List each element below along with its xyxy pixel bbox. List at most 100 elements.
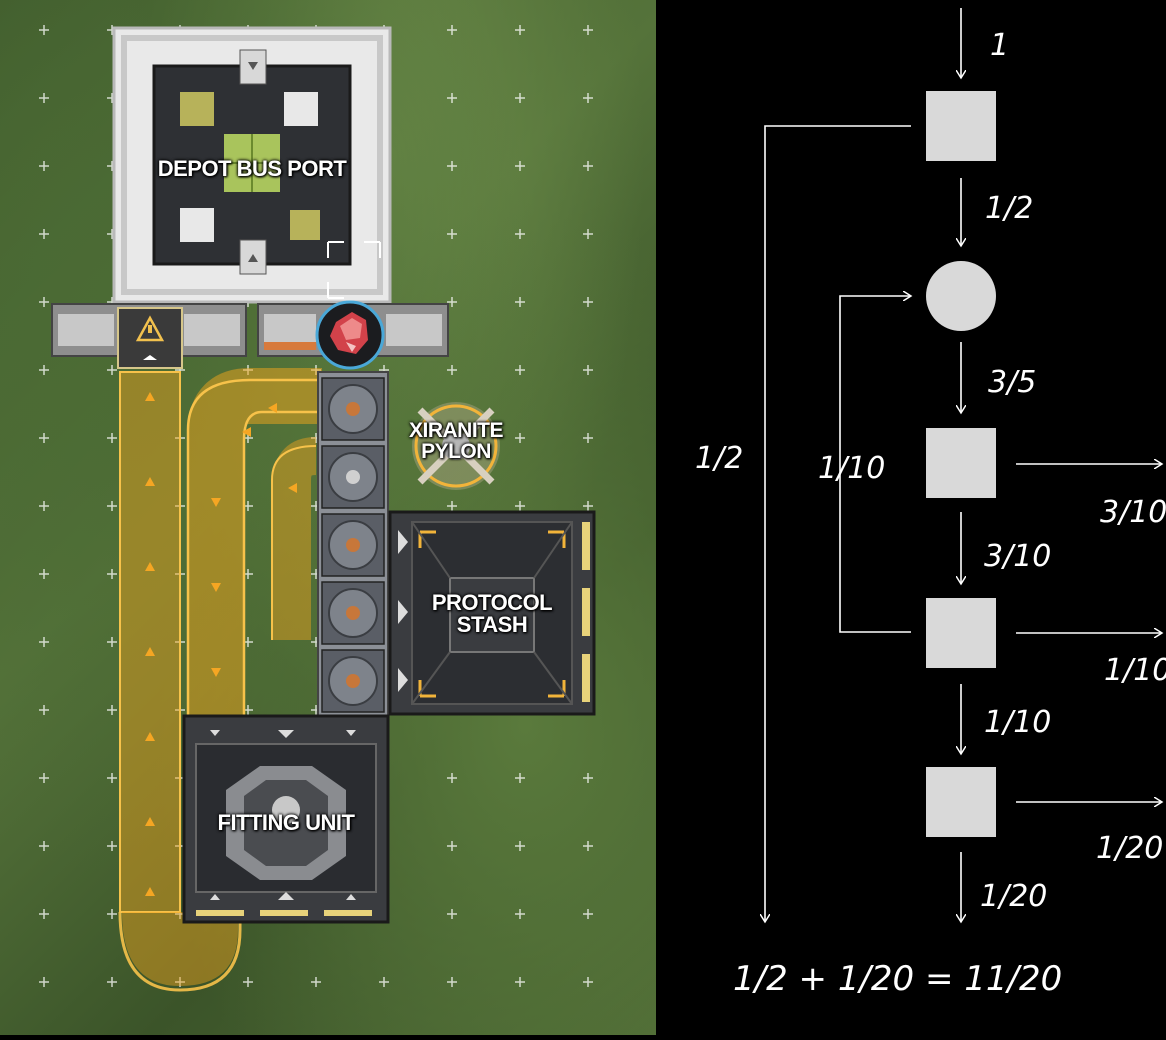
grid-marker bbox=[107, 909, 117, 919]
merger-to-s2-rate: 3/5 bbox=[988, 365, 1036, 400]
grid-marker bbox=[107, 773, 117, 783]
grid-marker bbox=[515, 841, 525, 851]
splitter-node-3 bbox=[926, 598, 996, 668]
sum-equation: 1/2 + 1/20 = 11/20 bbox=[733, 959, 1062, 999]
grid-marker bbox=[107, 977, 117, 987]
xiranite-ore-icon[interactable] bbox=[315, 300, 385, 370]
grid-marker bbox=[39, 841, 49, 851]
bypass-rate: 1/2 bbox=[695, 441, 743, 476]
grid-marker bbox=[39, 909, 49, 919]
grid-marker bbox=[515, 229, 525, 239]
grid-marker bbox=[447, 909, 457, 919]
xiranite-pylon[interactable] bbox=[412, 402, 500, 490]
grid-marker bbox=[107, 637, 117, 647]
splitter-node-1 bbox=[926, 91, 996, 161]
s1-to-merger-rate: 1/2 bbox=[985, 191, 1033, 226]
grid-marker bbox=[583, 297, 593, 307]
input-rate-label: 1 bbox=[990, 28, 1009, 63]
s3-to-s4-rate: 1/10 bbox=[984, 705, 1051, 740]
protocol-stash[interactable] bbox=[388, 510, 596, 716]
grid-marker bbox=[583, 93, 593, 103]
grid-marker bbox=[583, 909, 593, 919]
grid-marker bbox=[515, 433, 525, 443]
grid-marker bbox=[515, 909, 525, 919]
grid-marker bbox=[175, 977, 185, 987]
grid-marker bbox=[583, 161, 593, 171]
grid-marker bbox=[447, 25, 457, 35]
grid-marker bbox=[39, 433, 49, 443]
grid-marker bbox=[107, 841, 117, 851]
grid-marker bbox=[515, 25, 525, 35]
grid-marker bbox=[515, 93, 525, 103]
protocol-stash-label: PROTOCOL STASH bbox=[431, 590, 553, 637]
grid-marker bbox=[583, 229, 593, 239]
splitter-unit[interactable] bbox=[321, 649, 385, 713]
grid-marker bbox=[515, 501, 525, 511]
grid-marker bbox=[515, 977, 525, 987]
grid-marker bbox=[447, 161, 457, 171]
grid-marker bbox=[39, 93, 49, 103]
grid-marker bbox=[39, 977, 49, 987]
grid-marker bbox=[447, 297, 457, 307]
depot-bus-port[interactable] bbox=[112, 26, 392, 304]
bus-port-outputs[interactable] bbox=[51, 303, 449, 369]
grid-marker bbox=[583, 773, 593, 783]
grid-marker bbox=[39, 229, 49, 239]
grid-marker bbox=[107, 365, 117, 375]
grid-marker bbox=[39, 569, 49, 579]
grid-marker bbox=[515, 161, 525, 171]
merger-node bbox=[926, 261, 996, 331]
splitter-unit[interactable] bbox=[321, 581, 385, 645]
grid-marker bbox=[39, 705, 49, 715]
grid-marker bbox=[311, 977, 321, 987]
grid-marker bbox=[107, 569, 117, 579]
grid-marker bbox=[39, 25, 49, 35]
grid-marker bbox=[39, 773, 49, 783]
grid-marker bbox=[447, 501, 457, 511]
fitting-unit[interactable] bbox=[182, 714, 390, 924]
grid-marker bbox=[515, 365, 525, 375]
grid-marker bbox=[107, 705, 117, 715]
grid-marker bbox=[447, 365, 457, 375]
grid-marker bbox=[39, 297, 49, 307]
grid-marker bbox=[515, 297, 525, 307]
splitter-node-2 bbox=[926, 428, 996, 498]
grid-marker bbox=[379, 977, 389, 987]
grid-marker bbox=[583, 977, 593, 987]
xiranite-pylon-label: XIRANITE PYLON bbox=[408, 419, 504, 463]
grid-marker bbox=[515, 773, 525, 783]
grid-marker bbox=[583, 841, 593, 851]
s4-output-rate: 1/20 bbox=[1096, 831, 1163, 866]
bypass-line bbox=[765, 125, 911, 922]
splitter-unit[interactable] bbox=[321, 377, 385, 441]
fitting-unit-label: FITTING UNIT bbox=[217, 810, 355, 835]
grid-marker bbox=[243, 977, 253, 987]
s3-output-rate: 1/10 bbox=[1104, 653, 1166, 688]
grid-marker bbox=[583, 501, 593, 511]
grid-marker bbox=[447, 841, 457, 851]
conveyor-belt-loop[interactable] bbox=[186, 368, 322, 715]
grid-marker bbox=[447, 773, 457, 783]
splitter-unit[interactable] bbox=[321, 445, 385, 509]
loop-rate: 1/10 bbox=[818, 451, 885, 486]
s2-output-rate: 3/10 bbox=[1100, 495, 1166, 530]
loop-line bbox=[839, 296, 911, 633]
splitter-unit[interactable] bbox=[321, 513, 385, 577]
grid-marker bbox=[447, 229, 457, 239]
grid-marker bbox=[107, 501, 117, 511]
conveyor-belt-left[interactable] bbox=[118, 371, 242, 992]
flow-diagram: 1 1/2 1/2 3/5 1/10 3/10 3/10 1/10 1/10 1… bbox=[656, 0, 1166, 1035]
s2-to-s3-rate: 3/10 bbox=[984, 539, 1051, 574]
splitter-column[interactable] bbox=[317, 371, 389, 718]
grid-marker bbox=[107, 433, 117, 443]
grid-marker bbox=[447, 977, 457, 987]
depot-bus-port-label: DEPOT BUS PORT bbox=[157, 156, 347, 181]
grid-marker bbox=[39, 161, 49, 171]
game-screenshot: DEPOT BUS PORT XIRANITE PYLON PROTOCOL S… bbox=[0, 0, 656, 1035]
grid-marker bbox=[583, 25, 593, 35]
grid-marker bbox=[583, 365, 593, 375]
grid-marker bbox=[39, 637, 49, 647]
grid-marker bbox=[447, 93, 457, 103]
grid-marker bbox=[39, 501, 49, 511]
s4-to-end-rate: 1/20 bbox=[980, 879, 1047, 914]
